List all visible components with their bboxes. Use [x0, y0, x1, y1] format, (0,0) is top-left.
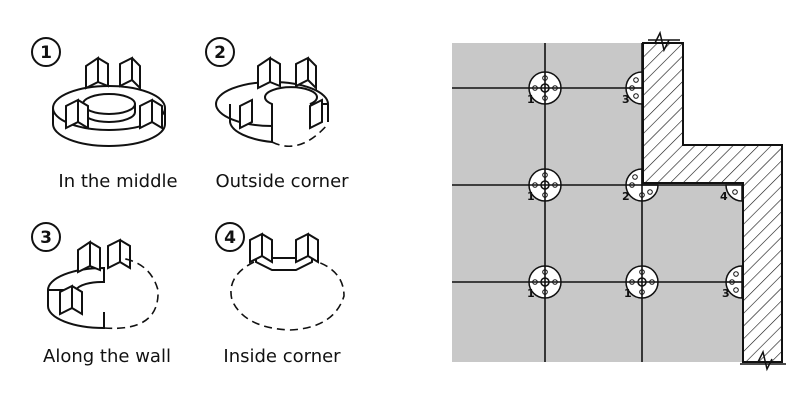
support-marker-inside-corner: 4: [720, 184, 743, 203]
variant-in-the-middle: 1 In the middle: [31, 37, 178, 192]
svg-text:2: 2: [622, 190, 630, 203]
svg-text:2: 2: [214, 43, 226, 63]
svg-text:1: 1: [527, 190, 535, 203]
pedestal-three-quarter-icon: [215, 56, 330, 144]
support-marker-middle-1: 1: [527, 71, 562, 106]
svg-text:4: 4: [224, 228, 236, 248]
variant-along-the-wall: 3 Along the wall: [31, 222, 171, 367]
hatched-wall: [642, 42, 783, 363]
variant-outside-corner: 2 Outside corner: [205, 37, 349, 192]
number-badge-3: 3: [31, 222, 61, 252]
support-marker-along-wall-2: 3: [722, 265, 743, 300]
caption-outside-corner: Outside corner: [215, 171, 349, 192]
paving-slab-area: [452, 43, 742, 362]
caption-along-the-wall: Along the wall: [43, 346, 171, 367]
number-badge-4: 4: [215, 222, 245, 252]
support-marker-along-wall-1: 3: [622, 71, 643, 106]
svg-text:1: 1: [624, 287, 632, 300]
floor-plan: 1 3 1 2: [452, 30, 786, 372]
svg-text:3: 3: [622, 93, 630, 106]
svg-text:4: 4: [720, 190, 728, 203]
caption-in-the-middle: In the middle: [58, 171, 177, 192]
support-marker-middle-4: 1: [624, 265, 659, 300]
variant-inside-corner: 4 Inside corner: [215, 222, 345, 367]
svg-text:3: 3: [40, 228, 52, 248]
svg-text:1: 1: [527, 93, 535, 106]
svg-text:3: 3: [722, 287, 730, 300]
support-marker-middle-2: 1: [527, 168, 562, 203]
wall-break-marks: [648, 30, 786, 372]
missing-three-quarter-outline: [230, 261, 345, 331]
support-marker-middle-3: 1: [527, 265, 562, 300]
number-badge-2: 2: [205, 37, 235, 67]
missing-quadrant-outline: [271, 123, 329, 148]
pedestal-quarter-icon: [249, 232, 319, 271]
pedestal-full-icon: [52, 56, 166, 147]
number-badge-1: 1: [31, 37, 61, 67]
svg-text:1: 1: [40, 43, 52, 63]
missing-half-outline: [103, 257, 159, 330]
support-marker-outside-corner: 2: [622, 168, 659, 203]
pedestal-half-icon: [46, 238, 131, 330]
svg-text:1: 1: [527, 287, 535, 300]
caption-inside-corner: Inside corner: [223, 346, 341, 367]
